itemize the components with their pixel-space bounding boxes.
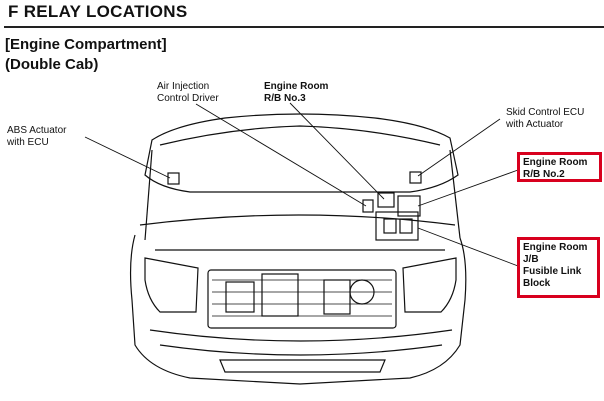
leader-lines xyxy=(84,102,519,267)
subtitle-double-cab: (Double Cab) xyxy=(5,56,99,73)
abs-actuator-part xyxy=(167,172,180,185)
highlight-box-jb: Engine Room J/B Fusible Link Block xyxy=(517,237,600,298)
callout-engine-room-jb: Engine Room J/B Fusible Link Block xyxy=(523,242,588,289)
callout-engine-room-rb2: Engine Room R/B No.2 xyxy=(523,157,588,180)
left-headlight xyxy=(144,257,199,313)
callout-abs-actuator: ABS Actuator with ECU xyxy=(7,125,67,148)
callout-skid-control-ecu: Skid Control ECU with Actuator xyxy=(506,107,585,130)
vehicle-body-outline xyxy=(129,234,467,385)
front-bumper xyxy=(149,329,453,342)
grille xyxy=(207,269,397,329)
open-hood xyxy=(144,113,459,193)
header-divider xyxy=(4,26,604,28)
callout-air-injection-driver: Air Injection Control Driver xyxy=(157,81,219,104)
engine-room-jb-part xyxy=(375,211,419,241)
right-headlight xyxy=(402,257,457,313)
section-title: F RELAY LOCATIONS xyxy=(8,2,188,21)
callout-engine-room-rb3: Engine Room R/B No.3 xyxy=(264,81,329,104)
engine-room-rb3-part xyxy=(377,192,395,208)
subtitle-engine-compartment: [Engine Compartment] xyxy=(5,36,167,53)
radiator-top xyxy=(261,273,299,317)
engine-room-rb2-part xyxy=(397,195,421,217)
highlight-box-rb2: Engine Room R/B No.2 xyxy=(517,152,602,182)
skid-control-part xyxy=(409,171,422,184)
air-injection-driver-part xyxy=(362,199,374,213)
